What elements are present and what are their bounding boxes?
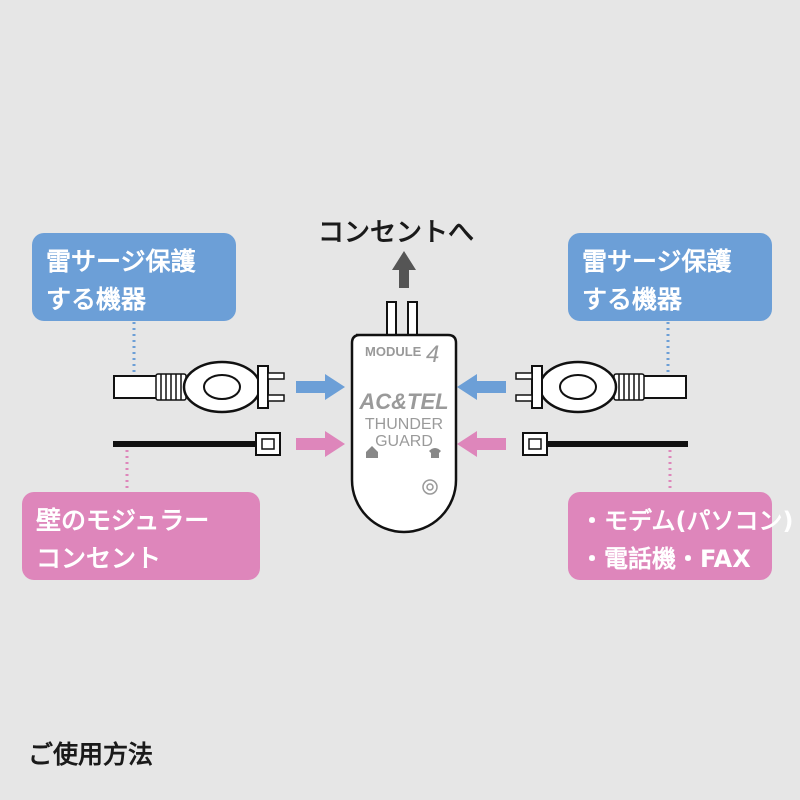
- blue-arrow-left-icon: [457, 374, 506, 400]
- callout-line: ・電話機・FAX: [580, 545, 751, 573]
- pink-arrow-right-icon: [296, 431, 345, 457]
- thunder-guard-device: MODULE 4 AC&TEL THUNDER GUARD: [350, 301, 458, 534]
- callout-line: ・モデム(パソコン): [580, 507, 794, 535]
- callout-line: する機器: [582, 285, 683, 314]
- callout-line: 雷サージ保護: [46, 247, 196, 276]
- phone-plug-right-icon: [522, 432, 688, 456]
- pink-arrow-left-icon: [457, 431, 506, 457]
- blue-arrow-right-icon: [296, 374, 345, 400]
- device-brand-line2: THUNDER: [365, 416, 443, 433]
- callout-wall-modular-jack: 壁のモジュラー コンセント: [22, 492, 260, 580]
- callout-protected-device-right: 雷サージ保護 する機器: [568, 233, 772, 321]
- device-brand-line3: GUARD: [375, 433, 433, 450]
- usage-title: ご使用方法: [28, 740, 154, 769]
- device-brand-logo: AC&TEL: [358, 389, 448, 414]
- device-module-text: MODULE: [365, 344, 422, 359]
- callout-line: コンセント: [36, 544, 162, 573]
- outlet-direction-label: コンセントへ: [318, 218, 475, 248]
- callout-protected-device-left: 雷サージ保護 する機器: [32, 233, 236, 321]
- device-module-number: 4: [426, 341, 439, 368]
- callout-line: 雷サージ保護: [582, 247, 732, 276]
- power-plug-right-icon: [515, 360, 687, 414]
- callout-line: する機器: [46, 285, 147, 314]
- callout-line: 壁のモジュラー: [36, 506, 210, 535]
- power-plug-left-icon: [113, 360, 285, 414]
- callout-modem-phone-fax: ・モデム(パソコン) ・電話機・FAX: [568, 492, 794, 580]
- up-arrow-icon: [392, 251, 416, 288]
- phone-plug-left-icon: [113, 432, 281, 456]
- device-phone-icon: [429, 448, 441, 458]
- device-house-icon: [366, 446, 378, 458]
- device-indicator-icon: [422, 479, 438, 495]
